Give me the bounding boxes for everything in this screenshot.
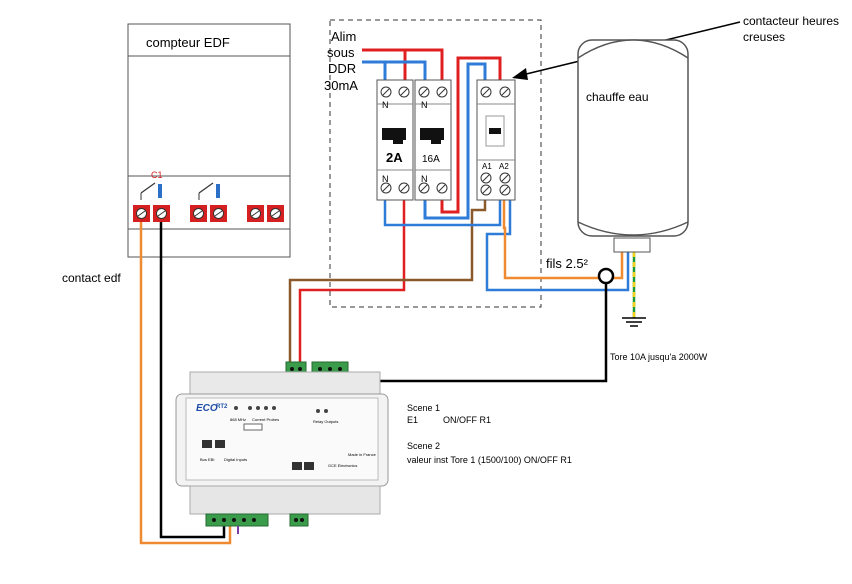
cable-label: fils 2.5² <box>546 256 588 271</box>
breaker-2a-bottom-n: N <box>382 174 389 184</box>
supply-label-line3: DDR <box>328 61 357 76</box>
scene-2-line: valeur inst Tore 1 (1500/100) ON/OFF R1 <box>407 455 572 465</box>
breaker-16a <box>414 79 452 201</box>
breaker-16a-rating: 16A <box>422 154 440 165</box>
module-freq: 868 MHz <box>230 417 247 422</box>
contactor-caption-line2: creuses <box>743 30 786 44</box>
tore-label: Tore 10A jusqu'a 2000W <box>610 352 708 362</box>
contactor-caption-line1: contacteur heures <box>743 14 840 28</box>
supply-label-line4: 30mA <box>324 78 358 93</box>
electrical-panel-outline <box>329 19 542 308</box>
eco-rt2-module <box>175 361 389 534</box>
meter-title: compteur EDF <box>146 35 230 50</box>
module-bus: Bus EBI <box>200 457 215 462</box>
heater-label: chauffe eau <box>586 90 649 104</box>
edf-meter <box>127 23 291 258</box>
module-digital-inputs: Digital Inputs <box>224 457 248 462</box>
meter-relay-contact-c1 <box>140 182 162 200</box>
scene-1-title: Scene 1 <box>407 403 441 413</box>
off-peak-contactor <box>476 79 516 201</box>
meter-relay-contact-2 <box>198 182 220 200</box>
contactor-a2-label: A2 <box>499 162 509 171</box>
scene-1-line: E1 ON/OFF R1 <box>407 415 492 425</box>
module-current-probes: Current Probes <box>252 417 280 422</box>
module-maker: GCE Electronics <box>328 463 358 468</box>
water-heater <box>577 39 689 253</box>
breaker-2a-top-n: N <box>382 100 389 110</box>
wires <box>139 48 646 545</box>
contactor-a1-label: A1 <box>482 162 492 171</box>
breaker-2a-rating: 2A <box>386 150 403 165</box>
module-brand: ECO <box>196 403 218 414</box>
breaker-2a <box>376 79 414 201</box>
current-tore-icon <box>597 267 615 285</box>
supply-label-line1: Alim <box>331 29 357 44</box>
breaker-16a-top-n: N <box>421 100 428 110</box>
meter-c1-label: C1 <box>151 170 163 180</box>
edf-contact-label: contact edf <box>62 271 121 285</box>
meter-terminals <box>133 205 284 222</box>
module-model: RT2 <box>216 404 228 410</box>
supply-label-line2: sous <box>327 45 355 60</box>
module-relay-outputs: Relay Outputs <box>313 419 339 424</box>
breaker-16a-bottom-n: N <box>421 174 428 184</box>
scene-2-title: Scene 2 <box>407 441 441 451</box>
module-made-in: Made in France <box>348 452 376 457</box>
